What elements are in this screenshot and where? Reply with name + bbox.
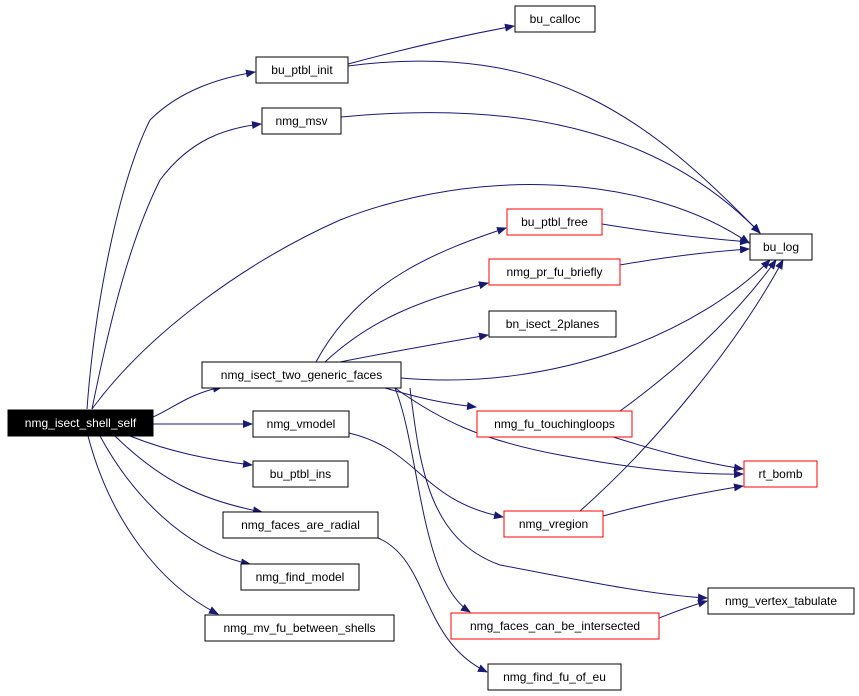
node-label: rt_bomb (758, 467, 802, 481)
node-box[interactable] (707, 587, 855, 615)
node-label: nmg_faces_can_be_intersected (470, 619, 640, 633)
edge-faces_can-to-vertex_tab (658, 599, 708, 619)
node-box[interactable] (204, 614, 395, 642)
node-label: nmg_isect_two_generic_faces (221, 368, 382, 382)
node-ptbl-free[interactable]: bu_ptbl_free (506, 208, 603, 236)
node-label: bu_ptbl_init (271, 63, 333, 77)
node-ptbl-ins[interactable]: bu_ptbl_ins (252, 460, 349, 488)
edge-two_generic-to-touching (384, 387, 477, 410)
node-label: nmg_vregion (519, 517, 588, 531)
node-msv[interactable]: nmg_msv (261, 107, 342, 135)
node-box[interactable] (476, 410, 633, 438)
node-vregion[interactable]: nmg_vregion (503, 510, 604, 538)
node-mv-fu[interactable]: nmg_mv_fu_between_shells (204, 614, 395, 642)
edge-root-to-ptbl_init (86, 69, 256, 410)
node-label: nmg_find_fu_of_eu (503, 670, 606, 684)
edge-touching-to-log (619, 259, 777, 412)
node-find-model[interactable]: nmg_find_model (240, 563, 360, 591)
node-box[interactable] (222, 511, 379, 539)
node-label: bu_ptbl_ins (270, 467, 331, 481)
node-box[interactable] (506, 208, 603, 236)
edge-two_generic-to-log (400, 259, 771, 381)
node-box[interactable] (252, 410, 350, 438)
node-label: bu_calloc (530, 12, 581, 26)
node-label: nmg_pr_fu_briefly (506, 265, 602, 279)
edge-two_generic-to-faces_can (394, 387, 471, 613)
node-box[interactable] (252, 460, 349, 488)
node-label: nmg_find_model (256, 570, 345, 584)
node-radial[interactable]: nmg_faces_are_radial (222, 511, 379, 539)
node-box[interactable] (255, 56, 349, 84)
node-faces-can[interactable]: nmg_faces_can_be_intersected (450, 612, 660, 640)
edge-vmodel-to-vregion (348, 432, 504, 520)
node-calloc[interactable]: bu_calloc (514, 5, 596, 33)
node-box[interactable] (7, 409, 154, 437)
node-isect2[interactable]: bn_isect_2planes (488, 310, 617, 338)
node-root[interactable]: nmg_isect_shell_self (7, 409, 154, 437)
node-box[interactable] (743, 460, 818, 488)
node-label: nmg_fu_touchingloops (494, 417, 615, 431)
edge-ptbl_free-to-log (601, 223, 750, 246)
edge-two_generic-to-ptbl_free (315, 227, 507, 363)
edge-pr_fu-to-log (619, 245, 750, 266)
node-box[interactable] (201, 361, 402, 389)
edge-two_generic-to-vertex_tab (409, 387, 708, 602)
edge-root-to-ptbl_ins (129, 435, 253, 468)
node-box[interactable] (749, 233, 813, 261)
node-label: bu_log (763, 240, 799, 254)
edge-touching-to-rt_bomb (609, 435, 744, 472)
node-label: nmg_vmodel (267, 417, 336, 431)
edge-root-to-radial (114, 435, 263, 515)
edge-ptbl_init-to-log (347, 60, 761, 234)
node-box[interactable] (450, 612, 660, 640)
node-vmodel[interactable]: nmg_vmodel (252, 410, 350, 438)
node-two-generic[interactable]: nmg_isect_two_generic_faces (201, 361, 402, 389)
edge-vregion-to-rt_bomb (602, 483, 744, 517)
node-box[interactable] (240, 563, 360, 591)
node-label: bu_ptbl_free (521, 215, 588, 229)
node-label: nmg_isect_shell_self (25, 416, 137, 430)
edge-root-to-find_model (99, 435, 251, 567)
edge-two_generic-to-pr_fu (324, 281, 489, 363)
node-box[interactable] (503, 510, 604, 538)
node-label: nmg_mv_fu_between_shells (223, 621, 375, 635)
node-vertex-tab[interactable]: nmg_vertex_tabulate (707, 587, 855, 615)
node-box[interactable] (488, 310, 617, 338)
edge-root-to-log (91, 184, 750, 410)
edge-root-to-mv_fu (87, 435, 219, 615)
edge-two_generic-to-rt_bomb (394, 387, 744, 479)
edge-vregion-to-log (579, 259, 784, 512)
edge-msv-to-log (340, 112, 761, 234)
node-ptbl-init[interactable]: bu_ptbl_init (255, 56, 349, 84)
node-pr-fu[interactable]: nmg_pr_fu_briefly (488, 258, 621, 286)
edge-radial-to-find_fu (377, 537, 488, 673)
node-log[interactable]: bu_log (749, 233, 813, 261)
edge-two_generic-to-isect2 (339, 332, 489, 363)
edge-root-to-msv (91, 121, 262, 410)
node-box[interactable] (261, 107, 342, 135)
node-box[interactable] (514, 5, 596, 33)
node-find-fu[interactable]: nmg_find_fu_of_eu (487, 663, 622, 691)
node-label: bn_isect_2planes (506, 317, 599, 331)
node-box[interactable] (488, 258, 621, 286)
node-label: nmg_msv (275, 114, 327, 128)
edge-ptbl_init-to-calloc (347, 23, 515, 65)
node-box[interactable] (487, 663, 622, 691)
edge-root-to-two_generic (152, 384, 223, 418)
node-touching[interactable]: nmg_fu_touchingloops (476, 410, 633, 438)
node-rt-bomb[interactable]: rt_bomb (743, 460, 818, 488)
node-label: nmg_vertex_tabulate (725, 594, 837, 608)
node-label: nmg_faces_are_radial (241, 518, 360, 532)
